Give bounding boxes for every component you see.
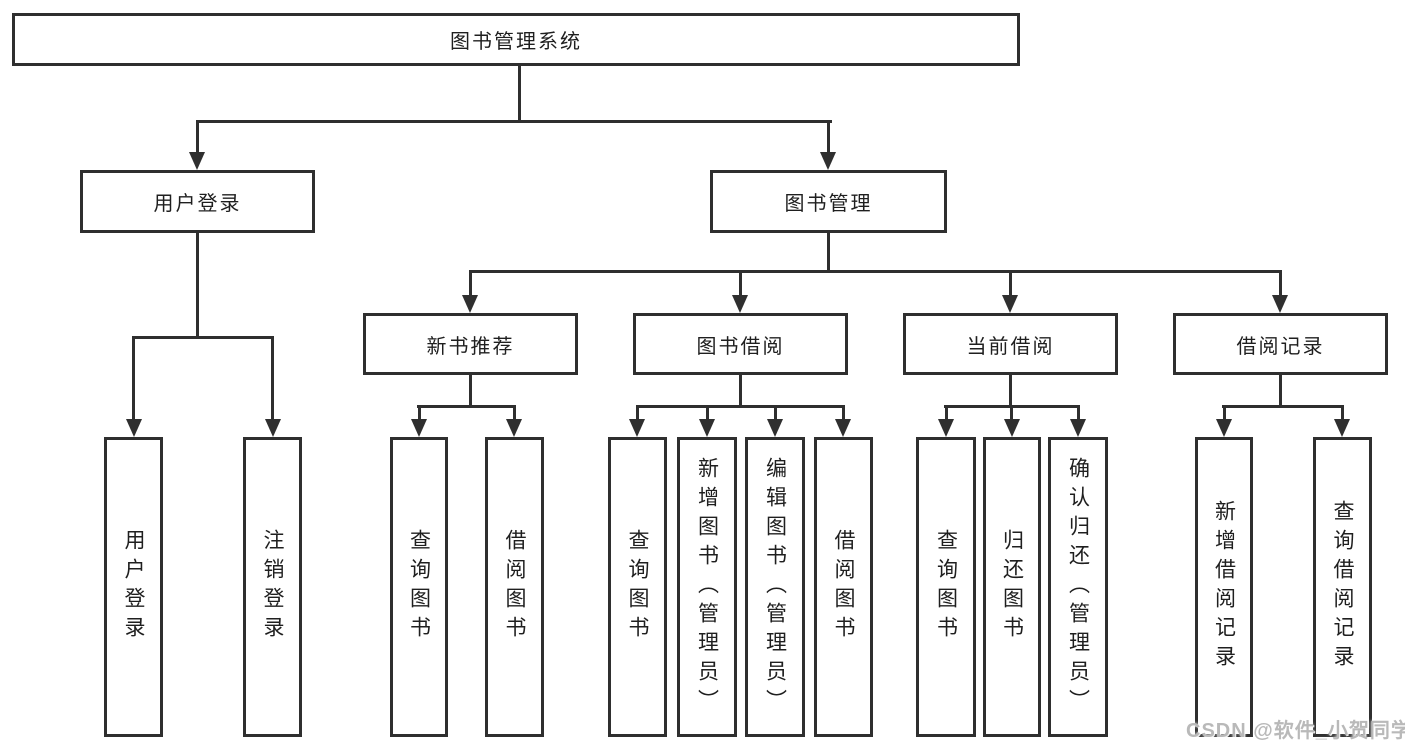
leaf-query-borrow-record: 查询借阅记录 bbox=[1313, 437, 1372, 737]
leaf-label: 用户登录 bbox=[122, 529, 145, 645]
arrow-down-icon bbox=[265, 419, 281, 437]
connector-stub bbox=[469, 270, 472, 295]
connector-stub bbox=[739, 270, 742, 295]
leaf-borrow-books: 借阅图书 bbox=[814, 437, 873, 737]
connector-user-login-bar bbox=[132, 336, 274, 339]
arrow-down-icon bbox=[629, 419, 645, 437]
leaf-confirm-return-admin: 确认归还（管理员） bbox=[1048, 437, 1108, 737]
node-root-system: 图书管理系统 bbox=[12, 13, 1020, 66]
leaf-query-books-recommend: 查询图书 bbox=[390, 437, 448, 737]
leaf-label: 新增图书（管理员） bbox=[695, 456, 719, 718]
connector-group-bar bbox=[636, 405, 845, 408]
connector-stub bbox=[1009, 270, 1012, 295]
leaf-label: 查询图书 bbox=[626, 529, 649, 645]
connector-stub bbox=[196, 120, 199, 152]
connector-group-bar bbox=[417, 405, 516, 408]
arrow-down-icon bbox=[835, 419, 851, 437]
leaf-label: 借阅图书 bbox=[832, 529, 855, 645]
leaf-logout: 注销登录 bbox=[243, 437, 302, 737]
leaf-label: 查询图书 bbox=[934, 529, 958, 645]
node-borrow-records-label: 借阅记录 bbox=[1236, 335, 1325, 358]
arrow-down-icon bbox=[820, 152, 836, 170]
arrow-down-icon bbox=[767, 419, 783, 437]
connector-stub bbox=[1279, 270, 1282, 295]
connector-stub bbox=[132, 336, 135, 419]
arrow-down-icon bbox=[1334, 419, 1350, 437]
arrow-down-icon bbox=[462, 295, 478, 313]
leaf-label: 借阅图书 bbox=[503, 529, 526, 645]
connector-stub bbox=[1223, 405, 1226, 419]
connector-level2-bar bbox=[196, 120, 832, 123]
connector-group-bar bbox=[1222, 405, 1344, 408]
csdn-watermark: CSDN @软件_小贺同学 bbox=[1186, 720, 1405, 742]
leaf-label: 查询借阅记录 bbox=[1331, 500, 1354, 674]
connector-stub bbox=[1341, 405, 1344, 419]
arrow-down-icon bbox=[938, 419, 954, 437]
connector-stub bbox=[513, 405, 516, 419]
connector-group-drop bbox=[1279, 375, 1282, 405]
leaf-return-books: 归还图书 bbox=[983, 437, 1041, 737]
leaf-borrow-books-recommend: 借阅图书 bbox=[485, 437, 544, 737]
leaf-user-login: 用户登录 bbox=[104, 437, 163, 737]
arrow-down-icon bbox=[1272, 295, 1288, 313]
connector-stub bbox=[706, 405, 709, 419]
connector-group-drop bbox=[469, 375, 472, 405]
leaf-label: 确认归还（管理员） bbox=[1066, 456, 1090, 718]
leaf-label: 归还图书 bbox=[1000, 529, 1024, 645]
leaf-label: 编辑图书（管理员） bbox=[763, 456, 787, 718]
connector-stub bbox=[418, 405, 421, 419]
connector-stub bbox=[271, 336, 274, 419]
arrow-down-icon bbox=[1004, 419, 1020, 437]
node-book-borrow: 图书借阅 bbox=[633, 313, 848, 375]
arrow-down-icon bbox=[411, 419, 427, 437]
arrow-down-icon bbox=[506, 419, 522, 437]
leaf-query-books-current: 查询图书 bbox=[916, 437, 976, 737]
node-book-management-label: 图书管理 bbox=[784, 193, 873, 215]
connector-book-mgmt-drop bbox=[827, 233, 830, 270]
connector-level3-bar bbox=[469, 270, 1282, 273]
arrow-down-icon bbox=[732, 295, 748, 313]
node-book-management-branch: 图书管理 bbox=[710, 170, 947, 233]
connector-stub bbox=[774, 405, 777, 419]
connector-stub bbox=[827, 120, 830, 152]
connector-group-drop bbox=[1009, 375, 1012, 405]
connector-stub bbox=[945, 405, 948, 419]
connector-stub bbox=[1010, 405, 1013, 419]
connector-stub bbox=[636, 405, 639, 419]
leaf-query-books-borrow: 查询图书 bbox=[608, 437, 667, 737]
arrow-down-icon bbox=[126, 419, 142, 437]
leaf-add-books-admin: 新增图书（管理员） bbox=[677, 437, 737, 737]
leaf-label: 注销登录 bbox=[261, 529, 284, 645]
leaf-label: 新增借阅记录 bbox=[1212, 500, 1236, 674]
connector-stub bbox=[842, 405, 845, 419]
leaf-edit-books-admin: 编辑图书（管理员） bbox=[745, 437, 805, 737]
connector-stub bbox=[1077, 405, 1080, 419]
node-user-login-branch: 用户登录 bbox=[80, 170, 315, 233]
connector-root-drop bbox=[518, 66, 521, 120]
node-book-borrow-label: 图书借阅 bbox=[696, 335, 785, 358]
arrow-down-icon bbox=[189, 152, 205, 170]
node-borrow-records: 借阅记录 bbox=[1173, 313, 1388, 375]
connector-group-drop bbox=[739, 375, 742, 405]
connector-user-login-drop bbox=[196, 233, 199, 336]
arrow-down-icon bbox=[1070, 419, 1086, 437]
leaf-label: 查询图书 bbox=[407, 529, 431, 645]
arrow-down-icon bbox=[1216, 419, 1232, 437]
arrow-down-icon bbox=[699, 419, 715, 437]
node-new-book-recommend: 新书推荐 bbox=[363, 313, 578, 375]
node-current-borrow-label: 当前借阅 bbox=[966, 335, 1055, 358]
node-current-borrow: 当前借阅 bbox=[903, 313, 1118, 375]
node-user-login-label: 用户登录 bbox=[153, 193, 242, 215]
arrow-down-icon bbox=[1002, 295, 1018, 313]
node-new-book-recommend-label: 新书推荐 bbox=[426, 335, 515, 358]
node-root-label: 图书管理系统 bbox=[450, 31, 582, 53]
leaf-add-borrow-record: 新增借阅记录 bbox=[1195, 437, 1253, 737]
